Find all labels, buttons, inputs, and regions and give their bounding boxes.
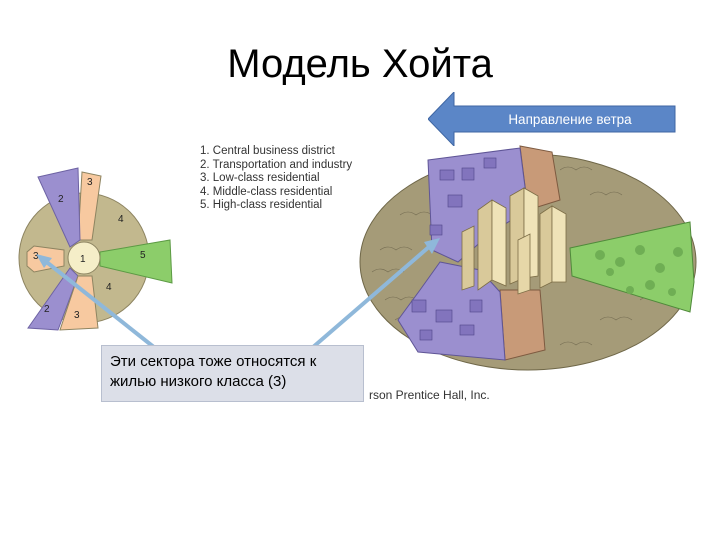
arrow-to-diagram-line (42, 258, 157, 350)
legend-item: 3. Low-class residential (200, 172, 320, 184)
transport-buildings (411, 157, 497, 341)
label-middle-bottom: 4 (106, 282, 112, 293)
label-high: 5 (140, 250, 146, 261)
label-low-top: 3 (87, 177, 93, 188)
sector-transport-top (37, 167, 81, 248)
arrow-to-diagram-head (36, 254, 52, 268)
sector-cbd (67, 241, 101, 275)
image-credit: rson Prentice Hall, Inc. (369, 388, 490, 402)
tree-texture (371, 166, 657, 346)
city-high-class (569, 221, 695, 313)
label-center: 1 (80, 254, 86, 265)
sector-low-class-bottom (59, 275, 99, 331)
wind-direction-label: Направление ветра (508, 112, 632, 127)
label-low-left: 3 (33, 251, 39, 262)
legend-item: 2. Transportation and industry (200, 158, 353, 171)
legend: 1. Central business district 2. Transpor… (200, 145, 352, 213)
page-title: Модель Хойта (227, 42, 493, 86)
pointer-arrows (36, 238, 440, 350)
city-illustration (359, 145, 697, 371)
annotation-note: Эти сектора тоже относятся к жилью низко… (101, 345, 364, 402)
arrow-to-city-line (310, 244, 432, 350)
city-low-class-bottom (499, 289, 546, 361)
cbd-towers (461, 187, 567, 295)
sector-diagram: 1 2 3 4 5 4 2 3 3 (18, 167, 173, 331)
legend-item: 4. Middle-class residential (200, 185, 333, 198)
legend-item: 5. High-class residential (200, 199, 323, 211)
label-low-bottom: 3 (74, 310, 80, 321)
label-transport-top: 2 (58, 194, 64, 205)
label-middle-top: 4 (118, 214, 124, 225)
sector-low-class-top (77, 171, 102, 241)
label-transport-bottom: 2 (44, 304, 50, 315)
sector-transport-bottom (27, 267, 79, 331)
arrow-to-city-head (424, 238, 440, 254)
wind-direction-arrow (428, 92, 676, 146)
legend-item: 1. Central business district (200, 145, 335, 157)
city-green-trees (595, 245, 683, 296)
